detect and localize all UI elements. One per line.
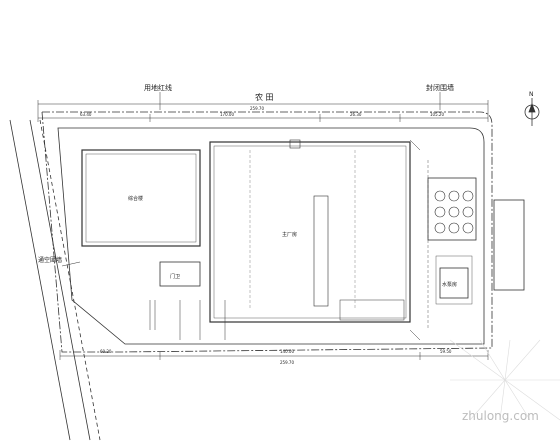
boundary-wall [57,127,485,345]
dim-top-seg-1: 63.40 [80,112,92,117]
road-lines [9,119,101,441]
inner-strip [313,195,329,307]
decorative-radial [449,339,560,421]
dim-top-seg-2: 170.00 [220,112,234,117]
dim-bottom-seg-1: 60.20 [100,349,112,354]
label-building-main: 主厂房 [282,231,297,238]
label-north: N [529,91,534,98]
top-small-box [289,139,301,149]
label-farmland: 农 田 [255,92,274,102]
dim-bottom-seg-3: 59.50 [440,349,452,354]
small-building [159,261,201,287]
dim-top-seg-4: 105.20 [430,112,444,117]
property-redline [41,111,493,353]
label-small-building: 门卫 [170,273,180,280]
label-open-fence: 通空围墙 [38,256,62,264]
label-closed-wall: 封闭围墙 [426,83,454,92]
left-building [81,149,201,247]
dim-bottom-seg-2: 140.00 [280,349,294,354]
tank-group [434,190,474,234]
main-building [209,141,411,323]
dim-bottom-total: 259.70 [280,360,294,365]
right-building [439,267,469,299]
outer-right-box [493,199,525,291]
label-right-building: 水泵房 [442,281,457,288]
dim-top-seg-3: 26.30 [350,112,362,117]
right-enclosure [427,177,477,241]
north-arrow [524,98,540,126]
label-building-left: 综合楼 [128,195,143,202]
label-redline: 用地红线 [144,83,172,92]
watermark: zhulong.com [462,409,539,423]
dim-top-total: 259.70 [250,106,264,111]
